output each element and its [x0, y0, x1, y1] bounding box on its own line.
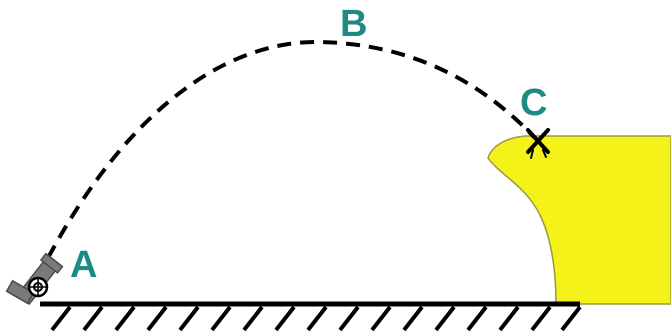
trajectory-path — [46, 39, 537, 259]
label-a: A — [70, 244, 97, 286]
label-b: B — [340, 3, 367, 45]
cannon-icon — [5, 252, 64, 306]
label-c: C — [520, 82, 547, 124]
cliff-shape — [487, 135, 671, 305]
ground-hatching — [40, 301, 582, 332]
x-mark-icon — [526, 128, 550, 159]
